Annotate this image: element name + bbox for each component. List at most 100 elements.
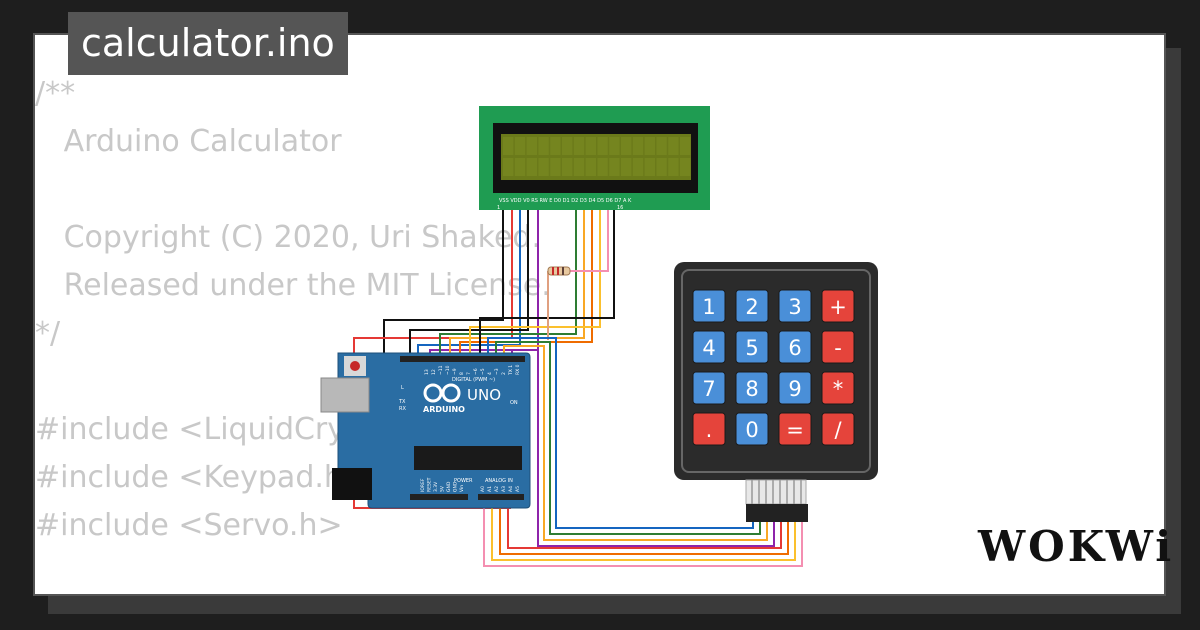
key-face[interactable] bbox=[778, 289, 812, 323]
key-button[interactable]: / bbox=[821, 412, 855, 446]
lcd-cell bbox=[585, 137, 596, 155]
pin-label: GND bbox=[453, 481, 459, 492]
pin-label: 2 bbox=[501, 372, 507, 375]
key-button[interactable]: 8 bbox=[735, 371, 769, 405]
lcd-cell bbox=[514, 158, 526, 176]
key-face[interactable] bbox=[735, 412, 769, 446]
key-face[interactable] bbox=[692, 330, 726, 364]
lcd-cell bbox=[514, 137, 526, 155]
lcd-cell bbox=[585, 158, 596, 176]
key-face[interactable] bbox=[778, 412, 812, 446]
key-label: 0 bbox=[745, 418, 758, 442]
wire-lcd-d4 bbox=[439, 210, 577, 356]
key-button[interactable]: 7 bbox=[692, 371, 726, 405]
key-button[interactable]: 6 bbox=[778, 330, 812, 364]
key-button[interactable]: + bbox=[821, 289, 855, 323]
code-line: */ bbox=[35, 316, 61, 351]
key-face[interactable] bbox=[692, 289, 726, 323]
lcd-cell bbox=[538, 158, 549, 176]
lcd-cell bbox=[668, 158, 679, 176]
project-title[interactable]: calculator.ino bbox=[68, 12, 348, 75]
key-button[interactable]: * bbox=[821, 371, 855, 405]
power-label: POWER bbox=[454, 478, 473, 484]
pin-label: ~5 bbox=[480, 368, 486, 375]
pin-label: A4 bbox=[508, 486, 514, 492]
key-face[interactable] bbox=[821, 371, 855, 405]
key-label: 1 bbox=[702, 295, 715, 319]
key-face[interactable] bbox=[735, 330, 769, 364]
wire-key-r4 bbox=[511, 349, 775, 547]
wire-key-c2 bbox=[491, 500, 796, 561]
wokwi-logo: WOKWi bbox=[978, 522, 1175, 571]
lcd-cell bbox=[526, 137, 537, 155]
lcd-pin-first: 1 bbox=[497, 205, 500, 211]
lcd-display[interactable]: VSS VDD V0 RS RW E D0 D1 D2 D3 D4 D5 D6 … bbox=[479, 106, 710, 211]
pin-label: 5V bbox=[440, 485, 446, 492]
key-face[interactable] bbox=[821, 289, 855, 323]
key-button[interactable]: 4 bbox=[692, 330, 726, 364]
lcd-cell bbox=[621, 137, 632, 155]
lcd-cell bbox=[680, 137, 691, 155]
key-button[interactable]: 5 bbox=[735, 330, 769, 364]
pin-label: 8 bbox=[459, 372, 465, 375]
lcd-cell bbox=[503, 158, 514, 176]
key-label: 8 bbox=[745, 377, 758, 401]
key-face[interactable] bbox=[778, 330, 812, 364]
wire-lcd-d7 bbox=[469, 210, 601, 356]
keypad-frame bbox=[681, 269, 871, 473]
code-line: #include <Servo.h> bbox=[35, 508, 343, 543]
resistor[interactable] bbox=[547, 266, 571, 276]
lcd-cell bbox=[609, 137, 620, 155]
keypad-connector bbox=[746, 504, 808, 522]
wire-key-r2 bbox=[495, 341, 761, 535]
wire-key-c3 bbox=[499, 500, 789, 555]
key-button[interactable]: 3 bbox=[778, 289, 812, 323]
key-button[interactable]: 0 bbox=[735, 412, 769, 446]
key-button[interactable]: . bbox=[692, 412, 726, 446]
key-button[interactable]: 2 bbox=[735, 289, 769, 323]
pin-label: ~9 bbox=[452, 368, 458, 375]
reset-button-cap[interactable] bbox=[350, 361, 360, 371]
arduino-logo-icon bbox=[423, 383, 461, 403]
pin-label: A1 bbox=[487, 486, 493, 492]
key-face[interactable] bbox=[735, 371, 769, 405]
pin-label: A3 bbox=[501, 486, 507, 492]
key-face[interactable] bbox=[692, 412, 726, 446]
key-label: / bbox=[834, 418, 842, 442]
pin-label: 13 bbox=[424, 369, 430, 375]
key-label: 6 bbox=[788, 336, 801, 360]
key-label: 9 bbox=[788, 377, 801, 401]
lcd-cell bbox=[680, 158, 691, 176]
key-face[interactable] bbox=[735, 289, 769, 323]
pin-label: 3.3V bbox=[433, 481, 439, 492]
key-button[interactable]: = bbox=[778, 412, 812, 446]
arduino-uno[interactable]: UNO ARDUINO DIGITAL (PWM ~) ON L TX RX P… bbox=[320, 352, 531, 509]
key-button[interactable]: - bbox=[821, 330, 855, 364]
lcd-cell bbox=[503, 137, 514, 155]
pin-label: Vin bbox=[459, 485, 465, 492]
pin-label: ~11 bbox=[438, 365, 444, 375]
pin-label: ~6 bbox=[473, 368, 479, 375]
analog-header bbox=[478, 494, 524, 500]
code-line: Arduino Calculator bbox=[35, 124, 342, 159]
lcd-character-cells bbox=[503, 137, 691, 176]
pin-label: RX 0 bbox=[515, 364, 521, 375]
lcd-cell bbox=[526, 158, 537, 176]
pin-label: A5 bbox=[515, 486, 521, 492]
key-face[interactable] bbox=[778, 371, 812, 405]
key-button[interactable]: 9 bbox=[778, 371, 812, 405]
code-line: /** bbox=[35, 76, 76, 111]
key-face[interactable] bbox=[821, 412, 855, 446]
lcd-cell bbox=[644, 158, 655, 176]
key-face[interactable] bbox=[692, 371, 726, 405]
on-label: ON bbox=[510, 400, 518, 406]
rx-label: RX bbox=[399, 406, 406, 412]
key-button[interactable]: 1 bbox=[692, 289, 726, 323]
key-face[interactable] bbox=[821, 330, 855, 364]
key-label: 4 bbox=[702, 336, 715, 360]
